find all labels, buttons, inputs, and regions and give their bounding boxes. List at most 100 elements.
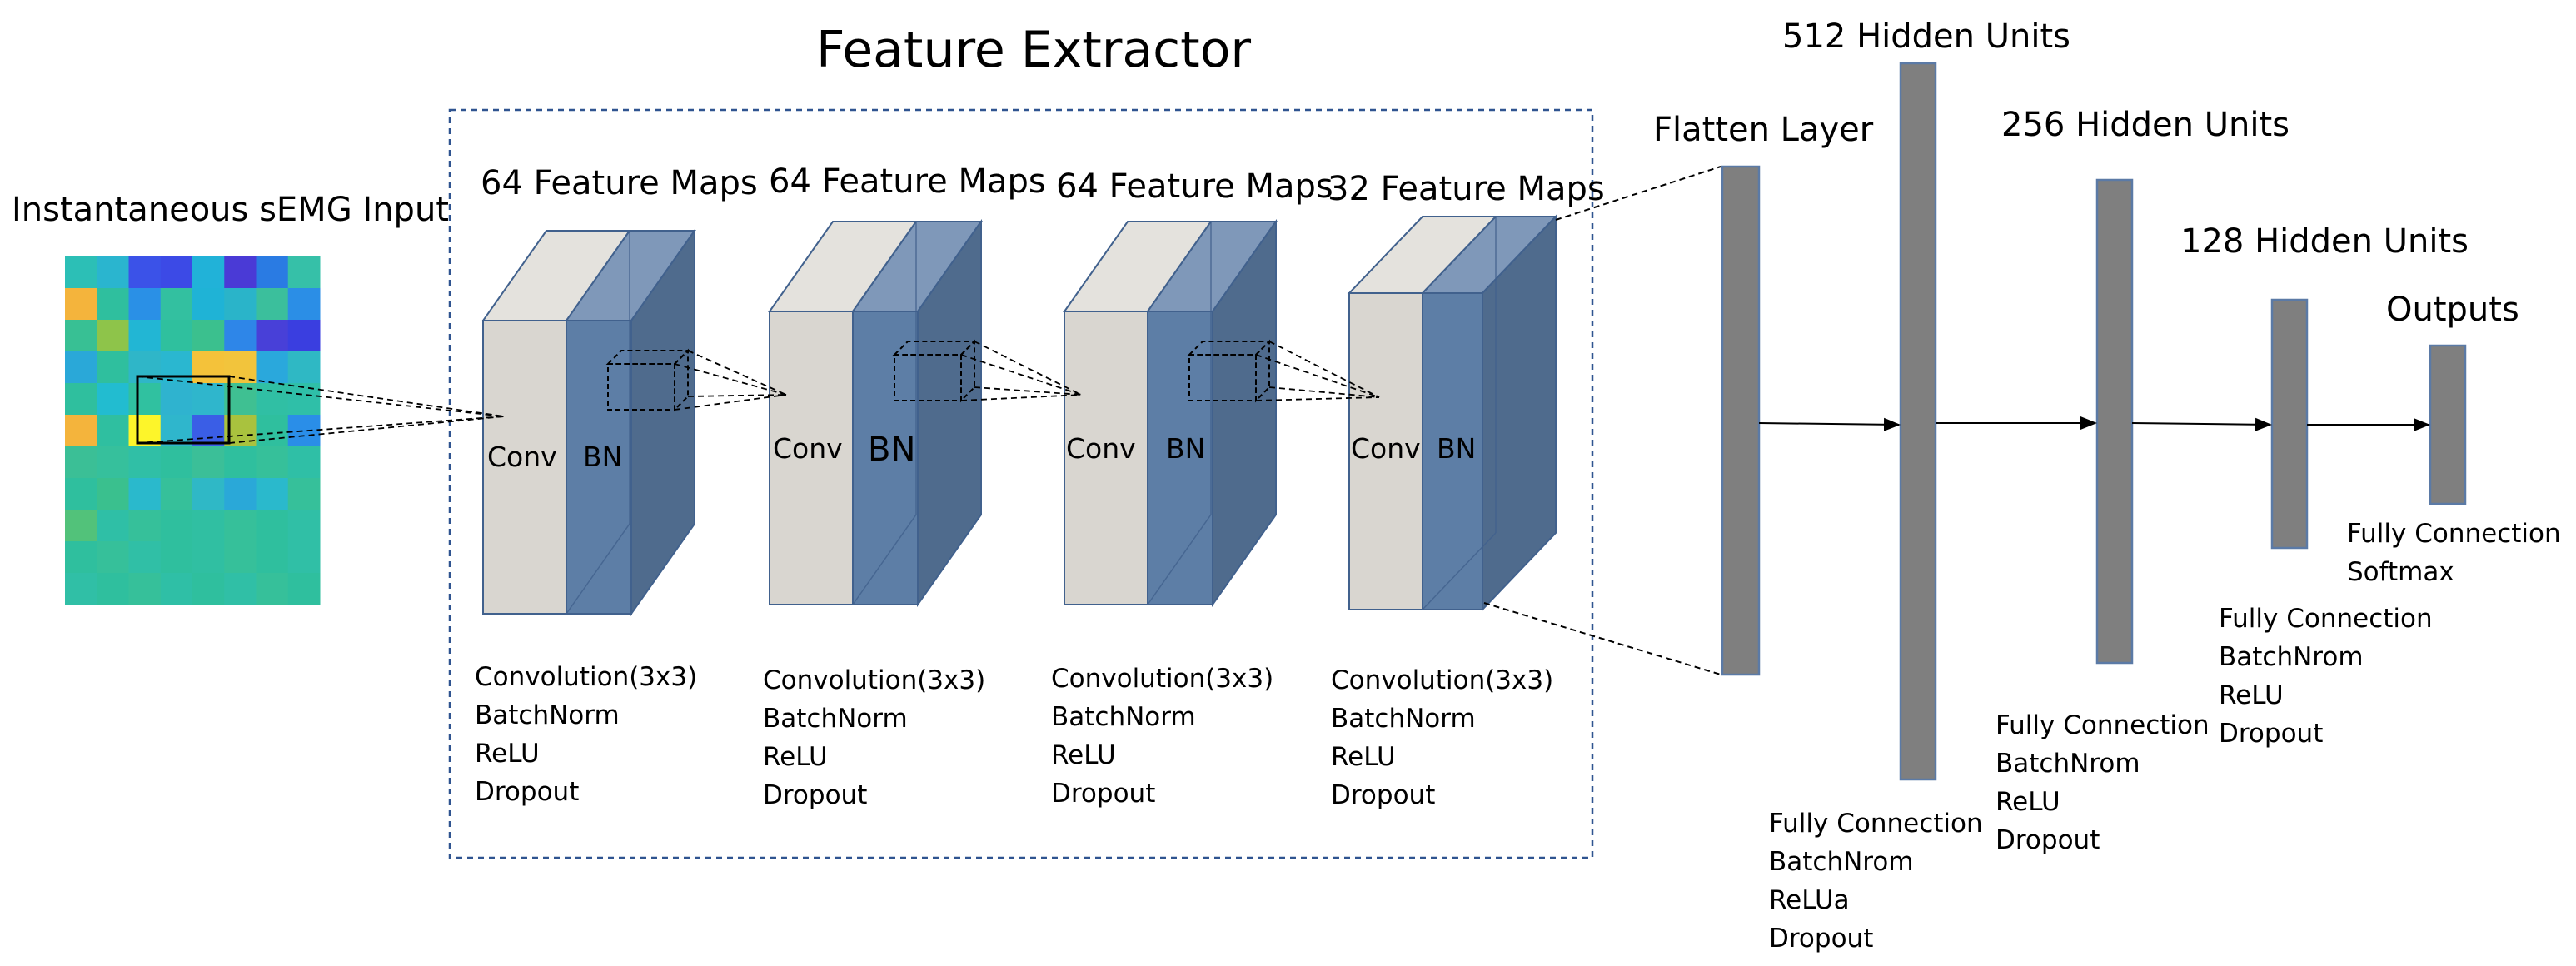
input-heatmap-cell <box>97 320 129 352</box>
dense-2-op: Fully Connection <box>1996 710 2210 740</box>
input-heatmap-cell <box>256 478 289 510</box>
dense-1-label: 512 Hidden Units <box>1782 17 2070 56</box>
block-1-maps-label: 64 Feature Maps <box>481 164 758 202</box>
input-heatmap-cell <box>224 288 257 321</box>
input-heatmap-cell <box>65 541 97 574</box>
input-heatmap-cell <box>97 383 129 416</box>
input-heatmap-cell <box>65 478 97 510</box>
input-heatmap-cell <box>128 541 162 574</box>
dense-3-op: Fully Connection <box>2219 604 2433 634</box>
kernel-projection-line <box>1268 386 1380 398</box>
dense-3-op: BatchNrom <box>2219 642 2364 672</box>
dense-2-op: BatchNrom <box>1996 749 2140 779</box>
kernel-projection-line <box>974 386 1082 396</box>
block-3-conv-label: Conv <box>1066 432 1136 465</box>
block-2-conv-label: Conv <box>773 432 843 465</box>
input-heatmap-cell <box>65 383 97 416</box>
input-heatmap-cell <box>192 351 225 384</box>
input-heatmap-cell <box>256 541 289 574</box>
block-4-depth-edge <box>1422 532 1497 610</box>
block-1-depth-edge <box>566 523 630 615</box>
input-heatmap-cell <box>287 541 321 574</box>
input-heatmap-cell <box>192 256 225 289</box>
block-1-op: Convolution(3x3) <box>475 662 698 692</box>
input-heatmap-cell <box>97 510 129 542</box>
block-2-op: BatchNorm <box>763 704 908 734</box>
block-3-op: Dropout <box>1051 779 1156 809</box>
outputs-label: Outputs <box>2386 291 2519 329</box>
block-2-conv-front <box>769 311 854 605</box>
block-3-maps-label: 64 Feature Maps <box>1056 167 1333 206</box>
dense-3-bar <box>2270 298 2309 550</box>
input-heatmap-cell <box>192 573 225 605</box>
input-heatmap-cell <box>160 320 193 352</box>
dense-1-op: BatchNrom <box>1769 847 1914 877</box>
block-2-op: Convolution(3x3) <box>763 665 986 695</box>
input-heatmap-cell <box>65 351 97 384</box>
block-3-ops: Convolution(3x3) BatchNorm ReLU Dropout <box>1051 660 1273 813</box>
input-heatmap-cell <box>97 415 129 447</box>
input-heatmap-cell <box>65 510 97 542</box>
input-heatmap-cell <box>160 288 193 321</box>
block-3-op: BatchNorm <box>1051 702 1196 732</box>
input-projection-line <box>137 376 505 417</box>
dense-3-ops: Fully Connection BatchNrom ReLU Dropout <box>2219 600 2433 753</box>
outputs-op: Softmax <box>2347 557 2454 587</box>
input-heatmap-cell <box>192 446 225 479</box>
input-heatmap-cell <box>128 320 162 352</box>
outputs-ops: Fully Connection Softmax <box>2347 515 2561 591</box>
block-2-op: ReLU <box>763 742 828 772</box>
input-heatmap-cell <box>287 446 321 479</box>
block-1-bn-label: BN <box>583 441 623 473</box>
dense-3-op: Dropout <box>2219 719 2324 749</box>
outputs-bar <box>2429 344 2467 505</box>
block-1-conv-label: Conv <box>487 441 557 473</box>
input-heatmap-cell <box>256 446 289 479</box>
kernel-projection-line <box>1255 396 1380 401</box>
block-2-op: Dropout <box>763 780 868 810</box>
input-heatmap-cell <box>224 478 257 510</box>
input-heatmap-cell <box>287 256 321 289</box>
input-heatmap-cell <box>160 510 193 542</box>
kernel-projection-line <box>687 350 787 396</box>
dense-1-bar <box>1899 62 1937 781</box>
input-heatmap-cell <box>160 351 193 384</box>
input-heatmap-cell <box>160 256 193 289</box>
input-heatmap-cell <box>97 256 129 289</box>
input-heatmap-cell <box>97 288 129 321</box>
block-1-op: BatchNorm <box>475 700 620 730</box>
input-heatmap-cell <box>160 415 193 447</box>
dense-2-ops: Fully Connection BatchNrom ReLU Dropout <box>1996 706 2210 859</box>
input-projection-line <box>228 376 505 417</box>
input-label: Instantaneous sEMG Input <box>12 191 449 229</box>
dense-3-op: ReLU <box>2219 680 2284 710</box>
dense-3-label: 128 Hidden Units <box>2180 222 2469 261</box>
block-2-maps-label: 64 Feature Maps <box>769 162 1046 201</box>
block-2-ops: Convolution(3x3) BatchNorm ReLU Dropout <box>763 661 985 814</box>
input-heatmap-cell <box>65 415 97 447</box>
input-heatmap-cell <box>65 573 97 605</box>
input-heatmap-cell <box>287 383 321 416</box>
block-1-kernel <box>674 348 689 412</box>
outputs-op: Fully Connection <box>2347 519 2561 549</box>
block-3-kernel <box>1255 339 1270 403</box>
input-heatmap-cell <box>65 288 97 321</box>
input-heatmap-cell <box>192 320 225 352</box>
input-heatmap-cell <box>287 478 321 510</box>
input-heatmap-cell <box>287 573 321 605</box>
input-heatmap-cell <box>160 573 193 605</box>
input-heatmap-cell <box>256 415 289 447</box>
input-heatmap-cell <box>128 383 162 416</box>
kernel-projection-line <box>674 394 787 411</box>
feature-extractor-title: Feature Extractor <box>816 21 1252 79</box>
block-1-op: Dropout <box>475 777 580 807</box>
input-heatmap-cell <box>256 573 289 605</box>
kernel-projection-line <box>1268 341 1380 398</box>
feature-extractor-frame <box>448 108 1594 859</box>
input-heatmap-cell <box>224 541 257 574</box>
block-4-op: Dropout <box>1331 780 1436 810</box>
dense-connection-arrow <box>2131 417 2272 431</box>
input-heatmap-cell <box>160 541 193 574</box>
block-4-conv-label: Conv <box>1351 432 1421 465</box>
